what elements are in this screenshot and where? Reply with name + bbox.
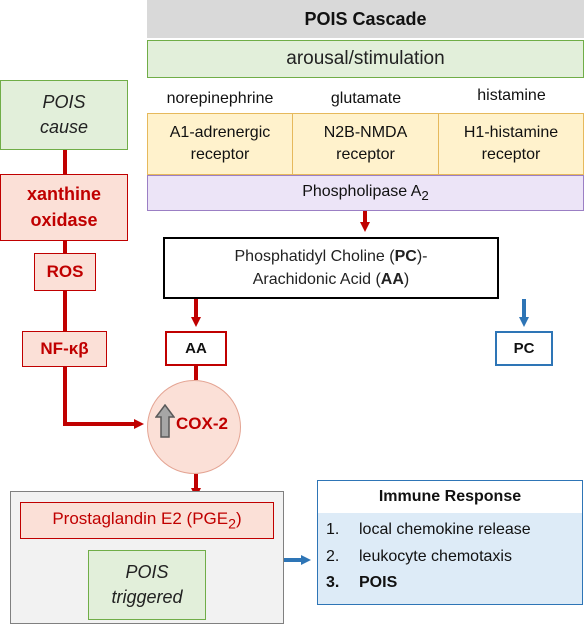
neurotransmitter-norepinephrine: norepinephrine	[166, 90, 274, 107]
pc-aa-line2-pre: Arachidonic Acid (	[252, 271, 381, 288]
pc-aa-line2-bold: AA	[380, 271, 404, 288]
pc-aa-line1-pre: Phosphatidyl Choline (	[234, 247, 395, 265]
neurotransmitter-glutamate: glutamate	[330, 90, 402, 107]
arrow-nfkb-to-cox2	[63, 367, 144, 429]
aa-box: AA	[165, 331, 227, 366]
pois-cause-line1: POIS	[42, 91, 86, 112]
pc-aa-box: Phosphatidyl Choline (PC)- Arachidonic A…	[163, 237, 499, 299]
cascade-header: POIS Cascade	[147, 0, 584, 38]
immune-response-title: Immune Response	[378, 488, 522, 505]
up-arrow-icon	[155, 404, 175, 438]
xanthine-oxidase-box: xanthine oxidase	[0, 174, 128, 241]
pge2-label-pre: Prostaglandin E2 (PGE	[52, 508, 229, 528]
pc-aa-line2-post: )	[403, 271, 410, 288]
receptor-label: receptor	[190, 146, 250, 163]
receptor-label: A1-adrenergic	[169, 124, 271, 142]
list-item-text: leukocyte chemotaxis	[359, 548, 512, 565]
list-item-text: POIS	[359, 574, 398, 591]
receptor-a1-adrenergic: A1-adrenergic receptor	[147, 113, 293, 175]
cox2-label: COX-2	[176, 414, 228, 433]
pois-triggered-line1: POIS	[125, 561, 169, 582]
receptor-label: H1-histamine	[463, 124, 559, 142]
list-item-number: 2.	[326, 548, 340, 565]
receptor-label: receptor	[336, 146, 395, 163]
receptor-h1-histamine: H1-histamine receptor	[438, 113, 584, 175]
pge2-box: Prostaglandin E2 (PGE2)	[20, 502, 274, 539]
immune-response-list: 1. local chemokine release 2. leukocyte ch…	[318, 513, 582, 604]
pc-box: PC	[495, 331, 553, 366]
phospholipase-label: Phospholipase A	[302, 182, 422, 200]
pois-cause-line2: cause	[39, 117, 89, 137]
list-item-number: 3.	[326, 574, 340, 591]
list-item: 3. POIS	[326, 574, 397, 592]
phospholipase-subscript: 2	[421, 188, 429, 204]
receptor-n2b-nmda: N2B-NMDA receptor	[292, 113, 439, 175]
pois-cause-box: POIS cause	[0, 80, 128, 150]
nfkb-box: NF-κβ	[22, 331, 107, 367]
receptor-label: N2B-NMDA	[323, 124, 408, 142]
pc-aa-line1-bold: PC	[394, 247, 417, 265]
xanthine-line2: oxidase	[30, 209, 98, 230]
list-item-text: local chemokine release	[359, 521, 531, 538]
receptor-label: receptor	[481, 146, 541, 163]
phospholipase-box: Phospholipase A2	[147, 175, 584, 211]
list-item: 1. local chemokine release	[326, 521, 531, 539]
pc-aa-line1-post: )-	[416, 247, 428, 265]
xanthine-line1: xanthine	[26, 184, 101, 205]
pge2-label-post: )	[235, 508, 242, 528]
neurotransmitter-histamine: histamine	[477, 87, 546, 104]
arousal-box: arousal/stimulation	[147, 40, 584, 78]
list-item: 2. leukocyte chemotaxis	[326, 548, 512, 566]
ros-box: ROS	[34, 253, 96, 291]
pois-triggered-box: POIS triggered	[88, 550, 206, 620]
list-item-number: 1.	[326, 521, 340, 538]
pois-triggered-line2: triggered	[111, 587, 183, 607]
pge2-subscript: 2	[228, 516, 236, 533]
